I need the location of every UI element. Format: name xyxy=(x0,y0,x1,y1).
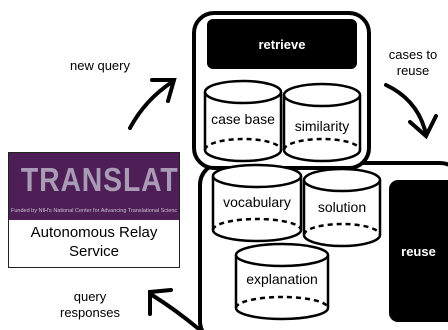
query-responses-label: query responses xyxy=(60,289,120,320)
similarity-label: similarity xyxy=(294,118,350,134)
cases-to-reuse-arrow xyxy=(384,83,438,140)
vocabulary-cylinder xyxy=(211,163,303,243)
translator-tagline: Funded by NIH's National Center for Adva… xyxy=(11,208,177,214)
service-name: Autonomous Relay Service xyxy=(30,224,158,260)
case-base-cylinder xyxy=(203,79,283,163)
case-base-label: case base xyxy=(211,111,275,127)
solution-label: solution xyxy=(317,199,367,215)
query-responses-arrow xyxy=(148,288,202,330)
retrieve-label: retrieve xyxy=(258,36,306,52)
translator-wordmark: TRANSLATOR xyxy=(20,161,179,198)
explanation-label: explanation xyxy=(246,271,318,287)
explanation-cylinder xyxy=(234,242,330,321)
new-query-arrow xyxy=(128,78,177,130)
vocabulary-label: vocabulary xyxy=(223,194,291,210)
cases-to-reuse-label: cases to reuse xyxy=(388,47,438,78)
retrieve-box: retrieve xyxy=(207,19,357,69)
reuse-box: reuse xyxy=(389,180,448,322)
translator-logo: TRANSLATOR Funded by NIH's National Cent… xyxy=(9,153,179,220)
autonomous-relay-service-box: TRANSLATOR Funded by NIH's National Cent… xyxy=(8,152,180,268)
solution-cylinder xyxy=(302,167,382,248)
similarity-cylinder xyxy=(282,82,362,163)
reuse-label: reuse xyxy=(401,243,436,259)
new-query-label: new query xyxy=(70,58,130,73)
